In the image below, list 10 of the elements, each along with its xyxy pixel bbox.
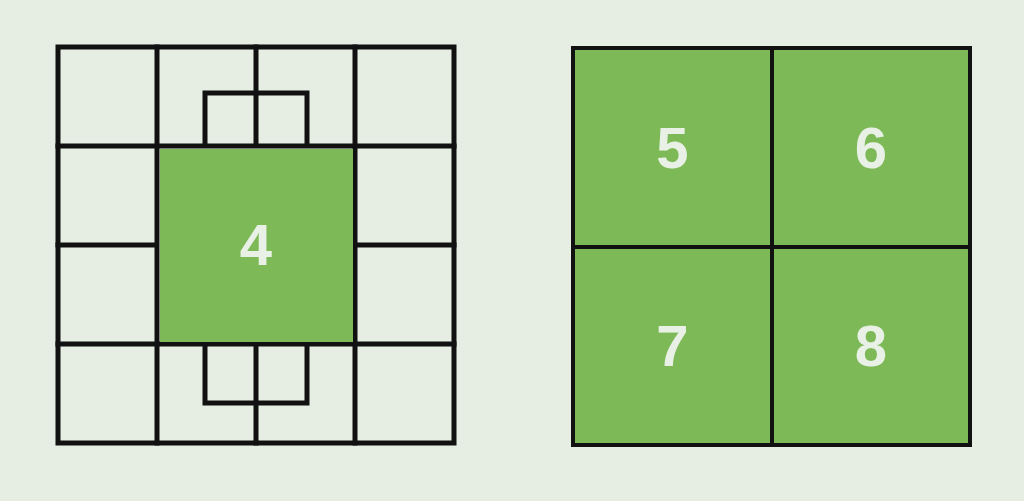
filled-square [575,50,770,245]
filled-square [159,148,353,342]
filled-square [575,249,770,443]
number-label: 5 [656,118,689,177]
number-label: 8 [854,317,888,375]
filled-square [774,50,968,245]
number-label: 7 [656,317,689,375]
number-label: 6 [854,118,888,177]
number-label: 4 [239,216,273,274]
filled-square [774,249,968,443]
